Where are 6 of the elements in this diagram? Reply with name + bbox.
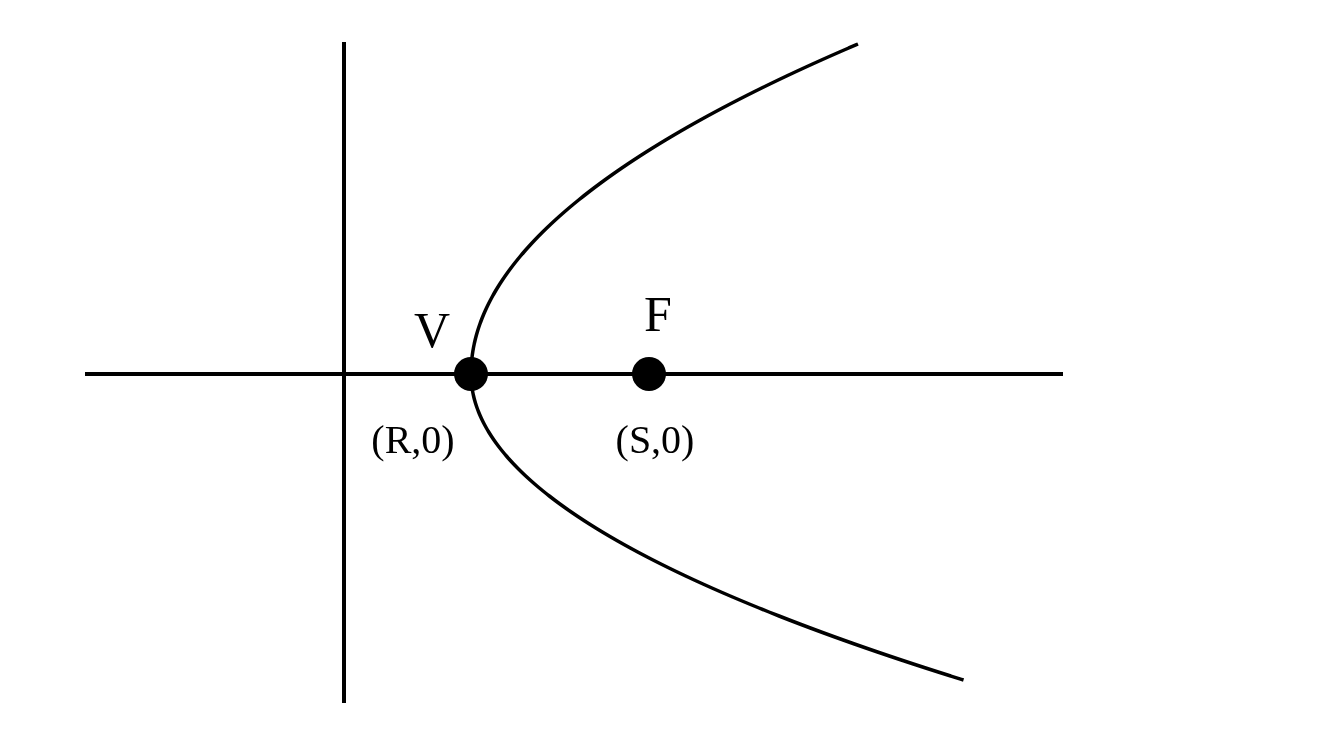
point-marker [454,357,488,391]
point-marker [632,357,666,391]
focus-label: F [644,289,672,339]
coordinate-label: (S,0) [615,420,695,460]
coordinate-label: (R,0) [371,420,455,460]
vertex-label: V [413,305,451,355]
